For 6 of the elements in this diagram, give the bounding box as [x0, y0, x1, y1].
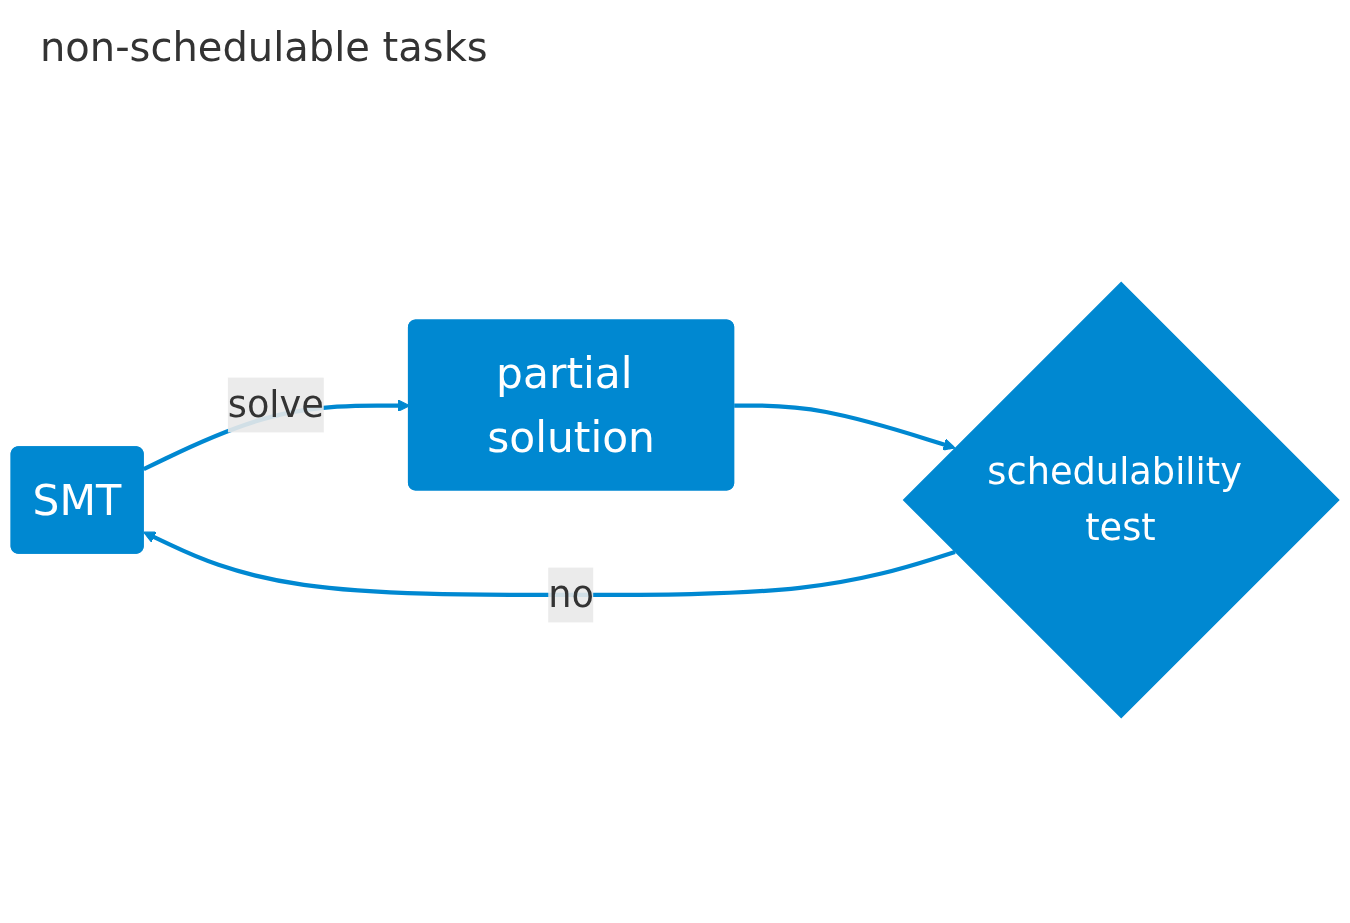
edge-label: no — [548, 573, 594, 616]
arrow — [143, 531, 956, 598]
note-label: non-schedulable tasks — [40, 24, 488, 70]
node-diamond: schedulability test — [902, 281, 1340, 719]
arrow — [734, 403, 956, 451]
edge-label: solve — [227, 383, 324, 426]
